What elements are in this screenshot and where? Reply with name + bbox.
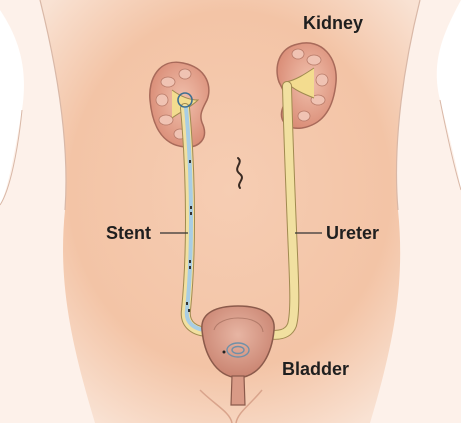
kidney-label: Kidney (303, 13, 363, 33)
bladder-label: Bladder (282, 359, 349, 379)
stent-label: Stent (106, 223, 151, 243)
ureter-label: Ureter (326, 223, 379, 243)
